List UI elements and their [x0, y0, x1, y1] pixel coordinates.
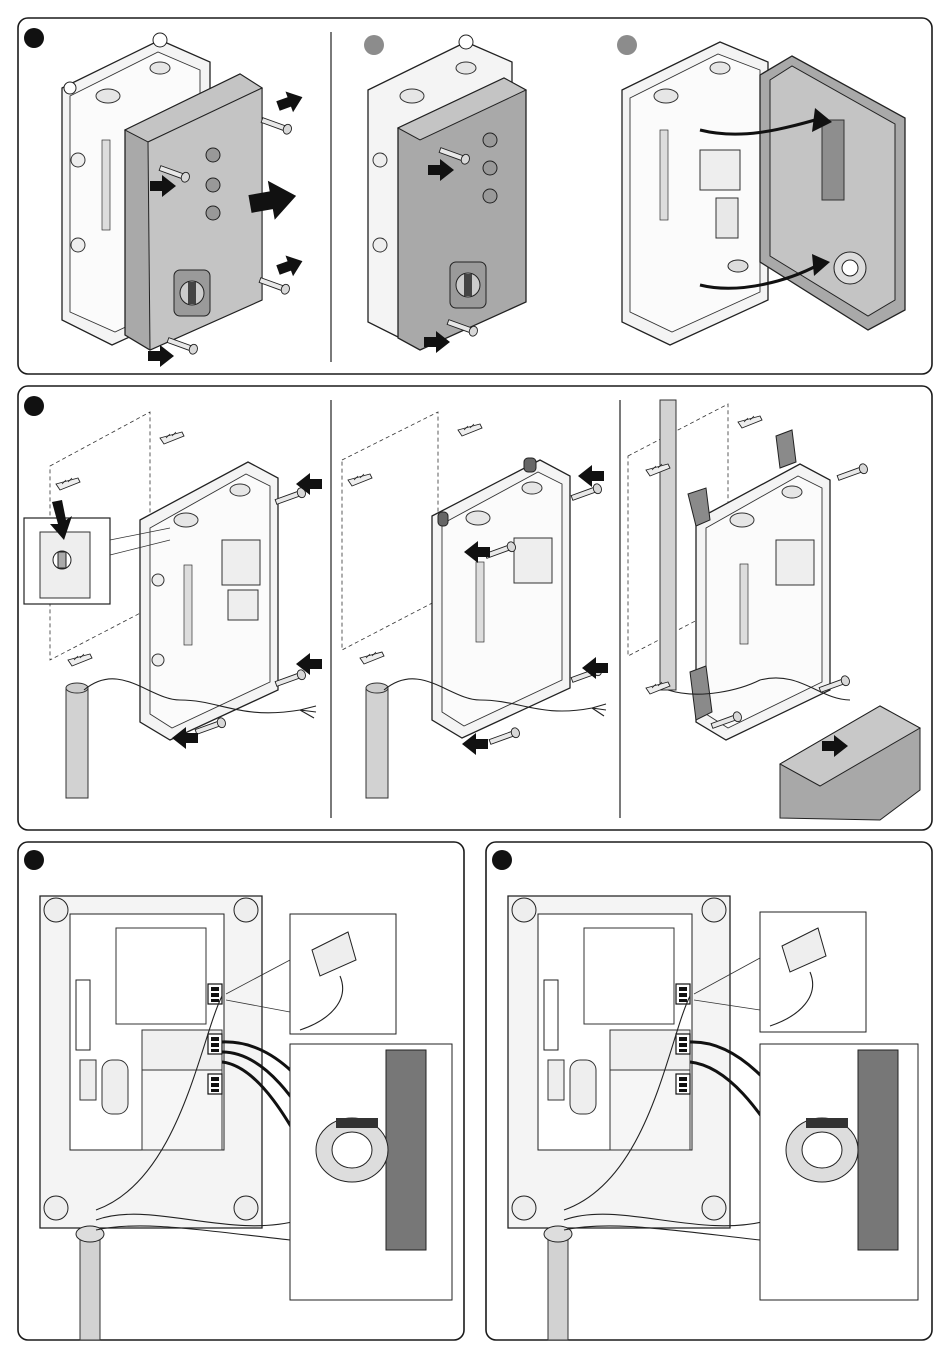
enclosure-step-2 [368, 35, 526, 353]
panel-bottom-left [18, 842, 464, 1340]
panel-middle [18, 386, 932, 830]
enclosure-step-3 [622, 42, 905, 345]
wall-mount-step-2 [342, 412, 608, 798]
step-marker-top-1 [24, 28, 44, 48]
step-marker-bottom-right [492, 850, 512, 870]
wall-mount-step-3 [628, 400, 920, 820]
step-marker-bottom-left [24, 850, 44, 870]
step-marker-middle-1 [24, 396, 44, 416]
panel-top [18, 18, 932, 374]
step-marker-top-2 [364, 35, 384, 55]
enclosure-step-1 [62, 33, 306, 367]
panel-bottom-right [486, 842, 932, 1340]
wall-mount-step-1 [24, 412, 322, 798]
step-marker-top-3 [617, 35, 637, 55]
